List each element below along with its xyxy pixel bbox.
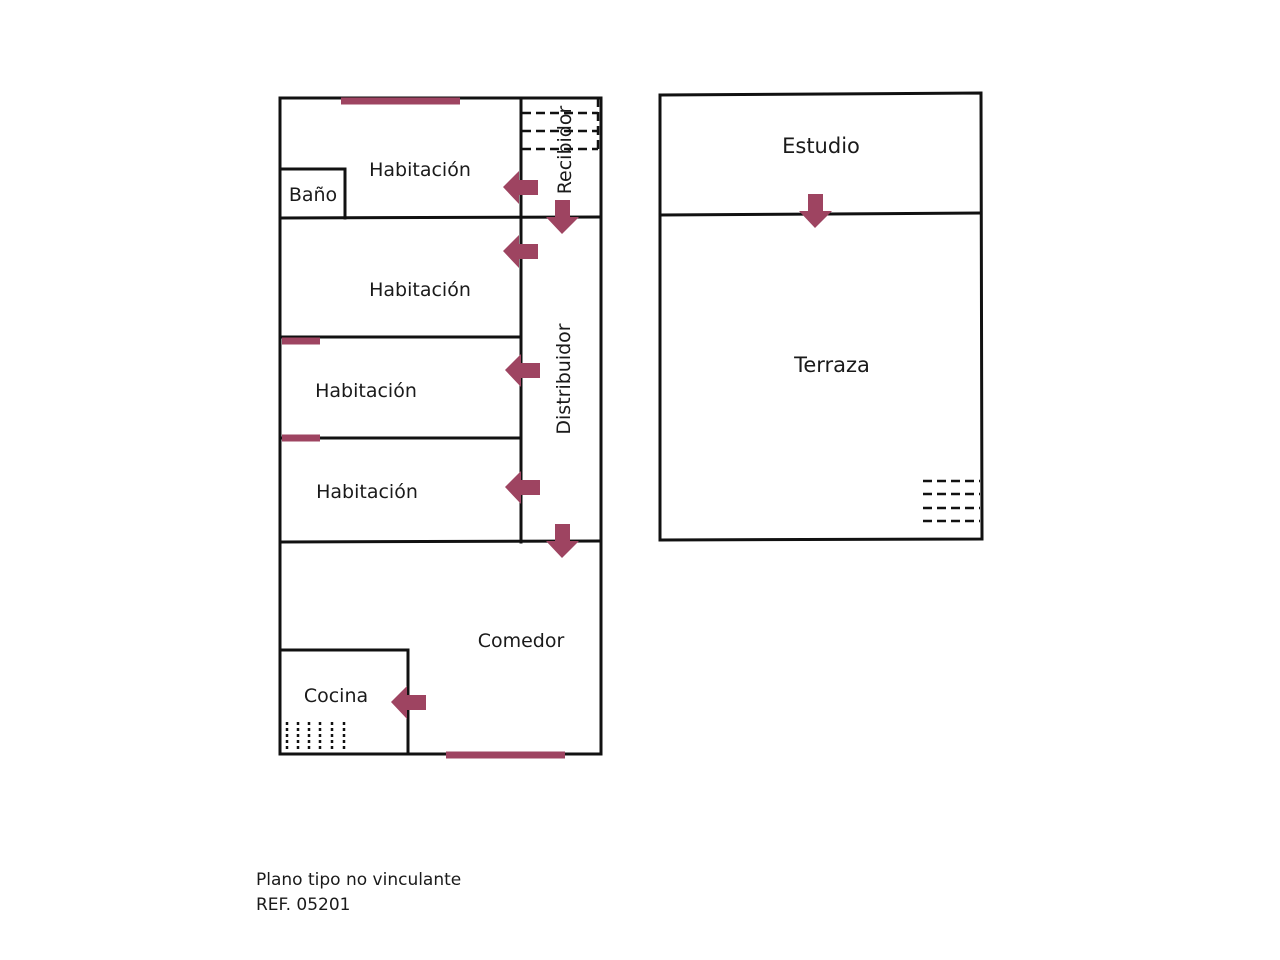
door-arrow-left-icon	[505, 354, 540, 387]
door-arrow-down-icon	[799, 194, 832, 228]
main-floor: Habitación Baño Recibidor Habitación Dis…	[278, 96, 603, 759]
kitchen-wall	[278, 648, 410, 756]
room-label-habitacion: Habitación	[316, 481, 418, 503]
room-label-terraza: Terraza	[793, 353, 870, 377]
outer-wall	[658, 91, 984, 542]
room-label-habitacion: Habitación	[369, 279, 471, 301]
room-label-cocina: Cocina	[304, 685, 368, 707]
stairs-icon	[923, 479, 980, 523]
door-arrow-left-icon	[503, 235, 538, 268]
stairs-icon	[522, 96, 600, 151]
room-label-distribuidor: Distribuidor	[553, 323, 575, 434]
reference-code: REF. 05201	[256, 895, 351, 915]
door-arrow-left-icon	[505, 471, 540, 504]
room-label-bano: Baño	[289, 184, 337, 206]
door-arrow-left-icon	[503, 171, 538, 204]
room-label-habitacion: Habitación	[369, 159, 471, 181]
room-label-habitacion: Habitación	[315, 380, 417, 402]
room-label-estudio: Estudio	[782, 134, 860, 158]
disclaimer-text: Plano tipo no vinculante	[256, 870, 462, 890]
door-arrow-left-icon	[391, 686, 426, 719]
door-arrow-down-icon	[546, 524, 579, 558]
door-arrow-down-icon	[546, 200, 579, 234]
bathroom-wall	[278, 167, 347, 220]
upper-floor: Estudio Terraza	[658, 91, 984, 542]
kitchen-counter-icon	[285, 722, 346, 751]
room-label-comedor: Comedor	[478, 630, 565, 652]
room-label-recibidor: Recibidor	[554, 106, 576, 195]
